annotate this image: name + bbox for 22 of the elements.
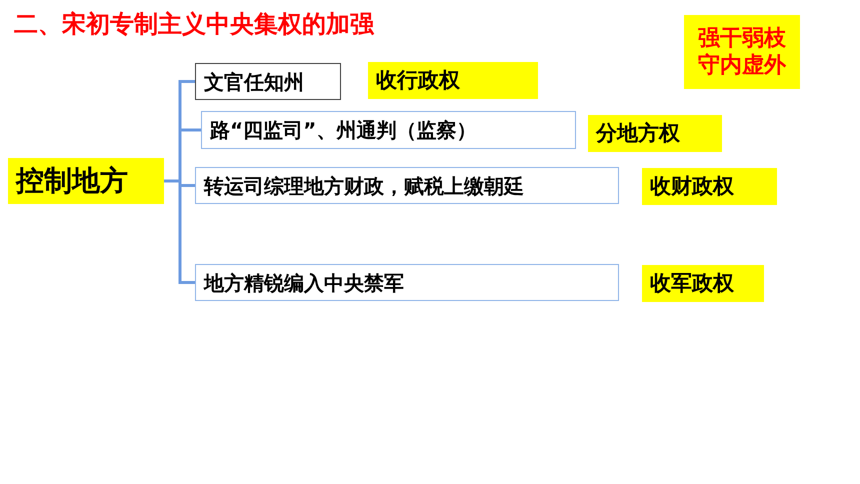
title: 二、宋初专制主义中央集权的加强	[14, 9, 374, 40]
content-box	[195, 264, 619, 301]
node-text: 地方精锐编入中央禁军	[204, 270, 404, 296]
node-text: 路“四监司”、州通判（监察）	[210, 117, 476, 144]
highlight-box	[368, 62, 538, 99]
node-text: 控制地方	[16, 163, 128, 199]
node-text: 收军政权	[650, 270, 734, 297]
node-text: 守内虚外	[698, 52, 786, 80]
content-box	[195, 167, 619, 204]
node-text: 收财政权	[650, 172, 734, 200]
topic-box	[8, 158, 164, 204]
node-text: 文官任知州	[204, 68, 304, 96]
node-text: 收行政权	[376, 66, 460, 94]
node-text: 转运司综理地方财政，赋税上缴朝廷	[204, 172, 524, 200]
node-text: 强干弱枝	[698, 24, 786, 52]
slogan-box	[684, 15, 800, 89]
node-text: 分地方权	[596, 120, 680, 147]
highlight-box	[588, 115, 722, 152]
content-box	[201, 111, 576, 149]
highlight-box	[642, 265, 764, 302]
content-box	[195, 63, 341, 100]
highlight-box	[642, 168, 777, 205]
